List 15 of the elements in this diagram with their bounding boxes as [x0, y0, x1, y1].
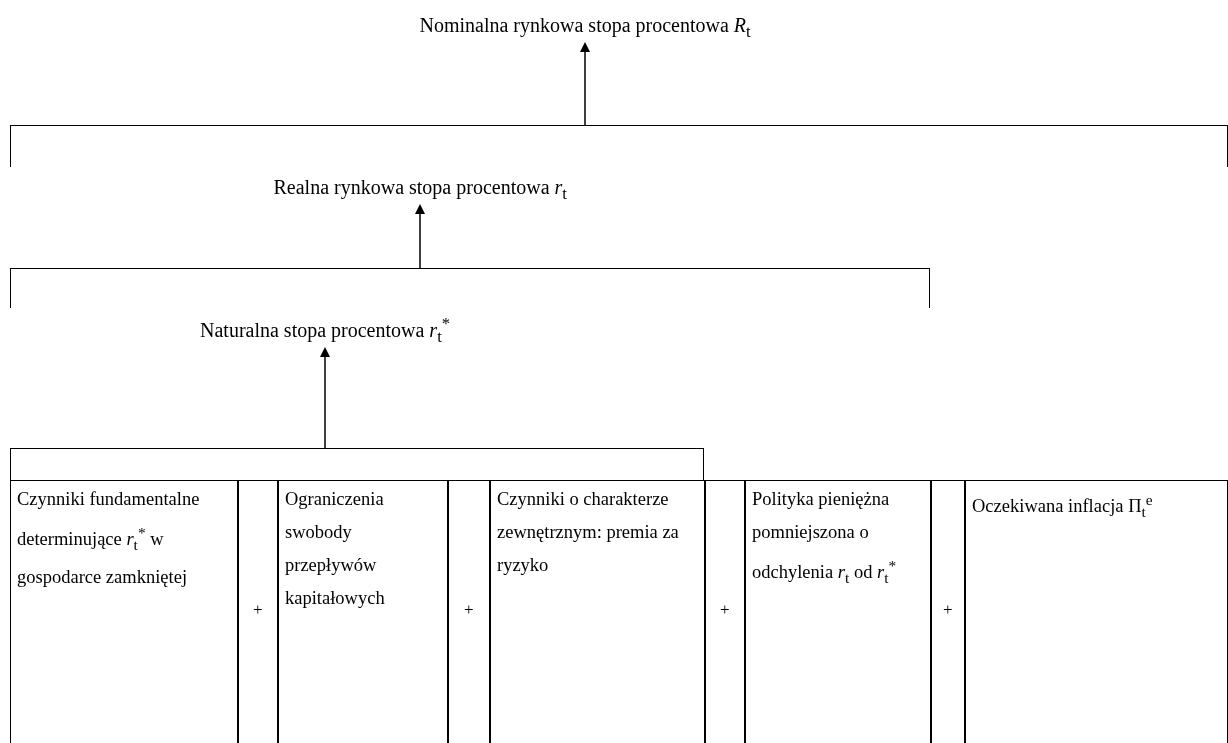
bracket: [10, 125, 1228, 167]
plus-sign: +: [253, 600, 263, 620]
bracket: [10, 448, 704, 480]
plus-sign: +: [720, 600, 730, 620]
bracket: [10, 268, 930, 308]
plus-sign: +: [464, 600, 474, 620]
rate-label: Nominalna rynkowa stopa procentowa R$_{t}$: [419, 14, 751, 42]
factor-cell: Czynniki fundamentalne determinujące r$_{t}$$^{*}$ w gospodarce zamkniętej: [10, 480, 238, 743]
plus-sign: +: [943, 600, 953, 620]
factor-cell: Czynniki o charakterze zewnętrznym: premia za ryzyko: [490, 480, 705, 743]
arrow: [580, 42, 590, 126]
rate-label: Realna rynkowa stopa procentowa r$_{t}$: [273, 176, 567, 204]
arrow: [320, 347, 330, 449]
arrow: [415, 204, 425, 269]
factor-cell: Ograniczenia swobody przepływów kapitałowych: [278, 480, 448, 743]
